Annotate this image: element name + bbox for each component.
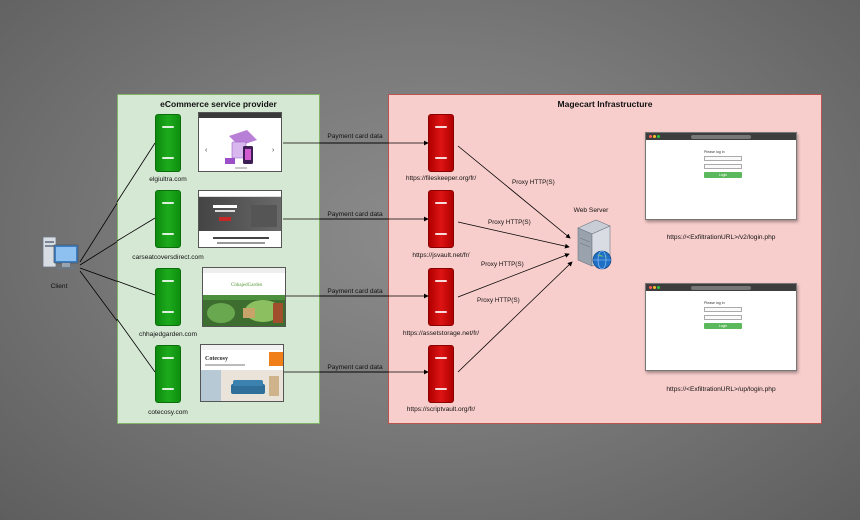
shop-brand-text: Cotecosy: [205, 356, 228, 362]
shop-server-icon: [155, 190, 181, 248]
svg-text:›: ›: [272, 147, 275, 154]
shop-server-icon: [155, 114, 181, 172]
shop-domain-label: elgiultra.com: [149, 176, 187, 183]
shop-domain-label: carseatcoversdirect.com: [132, 254, 204, 261]
magecart-server-url: https://assetstorage.net/fr/: [402, 330, 480, 337]
shop-screenshot-chhajedgarden: ChhajedGarden: [202, 267, 286, 327]
magecart-server-url: https://scriptvault.org/fr/: [406, 406, 476, 413]
exfil-url-label: https://<ExfiltrationURL>/up/login.php: [666, 386, 776, 393]
payment-flow-label: Payment card data: [327, 364, 383, 371]
shop-screenshot-cotecosy: Cotecosy: [200, 344, 284, 402]
shop-domain-label: cotecosy.com: [148, 409, 188, 416]
panel-title: Magecart Infrastructure: [557, 99, 653, 109]
login-form-title: Please log in: [704, 150, 725, 154]
proxy-flow-label: Proxy HTTP(S): [512, 179, 555, 186]
proxy-flow-label: Proxy HTTP(S): [481, 261, 524, 268]
password-field[interactable]: [704, 164, 742, 169]
shop-screenshot-carseatcovers: [198, 190, 282, 248]
magecart-server-icon: [428, 190, 454, 248]
shop-server-icon: [155, 268, 181, 326]
login-button[interactable]: Login: [704, 172, 742, 178]
magecart-server-url: https://fileskeeper.org/fr/: [405, 175, 477, 182]
payment-flow-label: Payment card data: [327, 133, 383, 140]
shop-server-icon: [155, 345, 181, 403]
payment-flow-label: Payment card data: [327, 288, 383, 295]
magecart-server-icon: [428, 114, 454, 172]
magecart-server-icon: [428, 345, 454, 403]
exfil-url-label: https://<ExfiltrationURL>/v2/login.php: [666, 234, 776, 241]
web-server-label: Web Server: [573, 207, 609, 214]
login-button[interactable]: Login: [704, 323, 742, 329]
password-field[interactable]: [704, 315, 742, 320]
login-form-title: Please log in: [704, 301, 725, 305]
shop-brand-text: ChhajedGarden: [231, 283, 263, 288]
payment-flow-label: Payment card data: [327, 211, 383, 218]
client-label: Client: [50, 283, 68, 290]
svg-text:‹: ‹: [205, 147, 208, 154]
proxy-flow-label: Proxy HTTP(S): [488, 219, 531, 226]
shop-domain-label: chhajedgarden.com: [139, 331, 197, 338]
magecart-server-icon: [428, 268, 454, 326]
web-server-icon: [570, 216, 616, 274]
exfil-login-page: Please log in Login: [645, 283, 797, 371]
username-field[interactable]: [704, 156, 742, 161]
shop-screenshot-elgiultra: ‹ ›: [198, 112, 282, 172]
proxy-flow-label: Proxy HTTP(S): [477, 297, 520, 304]
exfil-login-page: Please log in Login: [645, 132, 797, 220]
panel-title: eCommerce service provider: [160, 99, 277, 109]
magecart-server-url: https://jsvault.net/fr/: [412, 252, 470, 259]
username-field[interactable]: [704, 307, 742, 312]
client-computer-icon: [42, 233, 80, 275]
